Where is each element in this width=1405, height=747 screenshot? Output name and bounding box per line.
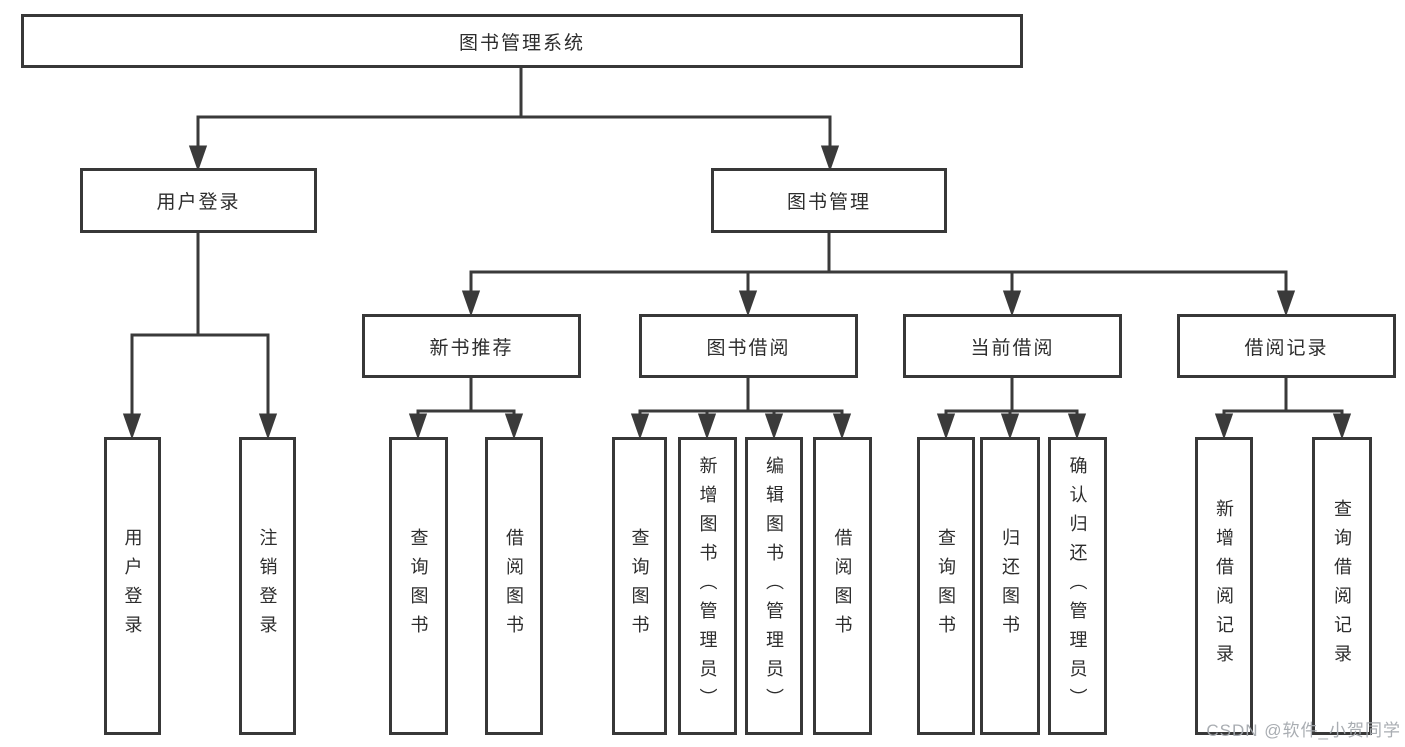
connector-borrow-records-children [1214, 378, 1352, 440]
node-label: 注销登录 [257, 528, 278, 644]
watermark-text: CSDN @软件_小贺同学 [1206, 721, 1401, 740]
node-root: 图书管理系统 [21, 14, 1023, 68]
leaf-add-book-admin: 新增图书（管理员） [678, 437, 737, 735]
node-label: 用户登录 [156, 192, 241, 213]
connector-new-book-children [408, 378, 524, 440]
leaf-confirm-return-admin: 确认归还（管理员） [1048, 437, 1107, 735]
node-label: 当前借阅 [970, 337, 1055, 359]
connector-book-borrow-children [630, 378, 852, 440]
connector-user-login-children [122, 233, 278, 440]
node-label: 查询图书 [408, 528, 429, 644]
node-user-login: 用户登录 [80, 168, 317, 233]
leaf-borrow-books: 借阅图书 [813, 437, 872, 735]
leaf-query-books-current: 查询图书 [917, 437, 975, 735]
node-label: 查询图书 [936, 528, 956, 644]
leaf-return-book: 归还图书 [980, 437, 1040, 735]
connector-current-borrow-children [936, 378, 1087, 440]
connector-book-management-children [461, 233, 1296, 317]
node-label: 新增图书（管理员） [697, 455, 718, 717]
leaf-query-books-recommend: 查询图书 [389, 437, 448, 735]
connector-root-to-level2 [188, 68, 840, 172]
leaf-query-books-borrow: 查询图书 [612, 437, 667, 735]
node-label: 借阅记录 [1244, 337, 1329, 359]
node-label: 查询图书 [629, 528, 650, 644]
node-label: 借阅图书 [832, 528, 853, 644]
node-label: 新书推荐 [429, 337, 514, 359]
node-book-management: 图书管理 [711, 168, 947, 233]
node-label: 查询借阅记录 [1332, 499, 1352, 673]
node-label: 图书管理系统 [458, 32, 585, 54]
node-label: 图书借阅 [706, 337, 791, 359]
leaf-user-login: 用户登录 [104, 437, 161, 735]
node-label: 新增借阅记录 [1214, 499, 1234, 673]
node-book-borrow: 图书借阅 [639, 314, 858, 378]
leaf-logout: 注销登录 [239, 437, 296, 735]
node-current-borrow: 当前借阅 [903, 314, 1122, 378]
node-borrow-records: 借阅记录 [1177, 314, 1396, 378]
node-label: 图书管理 [786, 192, 871, 213]
node-label: 归还图书 [1000, 528, 1020, 644]
leaf-edit-book-admin: 编辑图书（管理员） [745, 437, 803, 735]
leaf-borrow-books-recommend: 借阅图书 [485, 437, 543, 735]
leaf-query-borrow-record: 查询借阅记录 [1312, 437, 1372, 735]
leaf-add-borrow-record: 新增借阅记录 [1195, 437, 1253, 735]
node-label: 确认归还（管理员） [1067, 455, 1088, 717]
node-new-book-recommend: 新书推荐 [362, 314, 581, 378]
node-label: 用户登录 [122, 528, 143, 644]
node-label: 编辑图书（管理员） [764, 455, 784, 717]
node-label: 借阅图书 [504, 528, 524, 644]
